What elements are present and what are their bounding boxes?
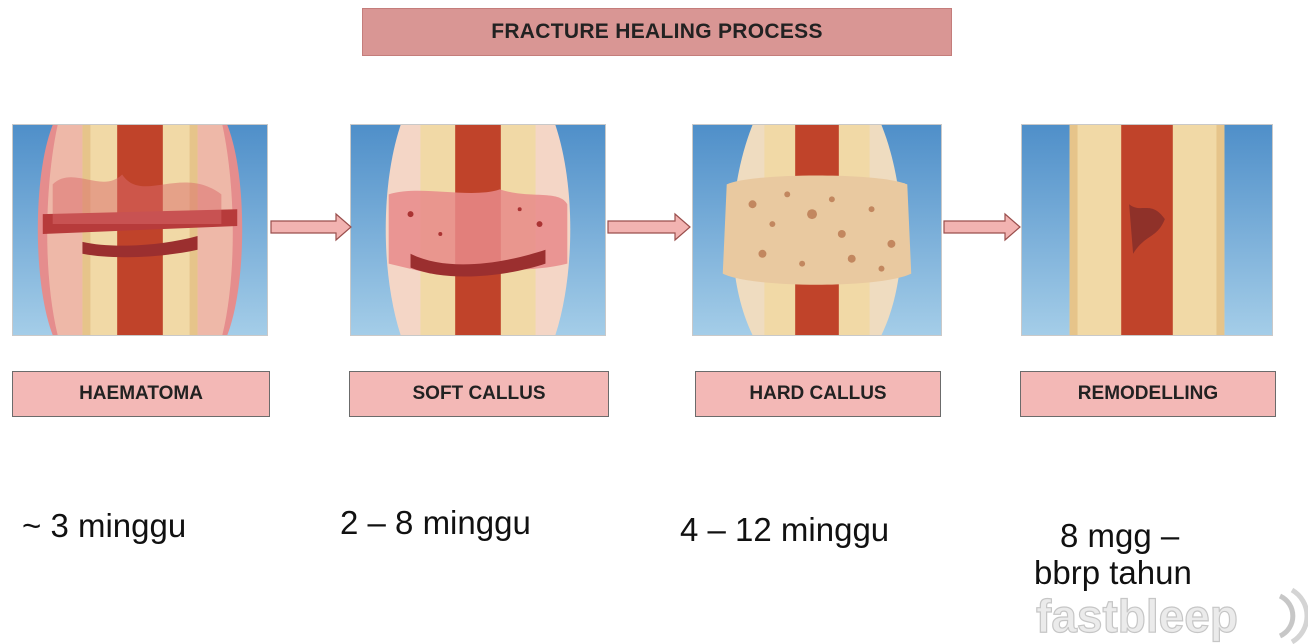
fastbleep-logo: fastbleep [1036,584,1308,644]
duration-remodelling-line1: 8 mgg – [1060,518,1192,555]
duration-soft-callus: 2 – 8 minggu [340,505,531,542]
soft-callus-image [350,124,606,336]
remodelling-image [1021,124,1273,336]
stage-label-soft-callus: SOFT CALLUS [349,371,609,417]
arrow-right-icon [607,212,691,242]
stage-label-remodelling: REMODELLING [1020,371,1276,417]
stage-label-hard-callus: HARD CALLUS [695,371,941,417]
duration-haematoma: ~ 3 minggu [22,508,186,545]
duration-remodelling: 8 mgg – bbrp tahun [1060,518,1192,592]
stage-label-haematoma: HAEMATOMA [12,371,270,417]
arrow-right-icon [943,212,1021,242]
haematoma-image [12,124,268,336]
svg-text:fastbleep: fastbleep [1036,590,1238,642]
diagram-title: FRACTURE HEALING PROCESS [362,8,952,56]
hard-callus-image [692,124,942,336]
duration-hard-callus: 4 – 12 minggu [680,512,889,549]
arrow-right-icon [270,212,352,242]
